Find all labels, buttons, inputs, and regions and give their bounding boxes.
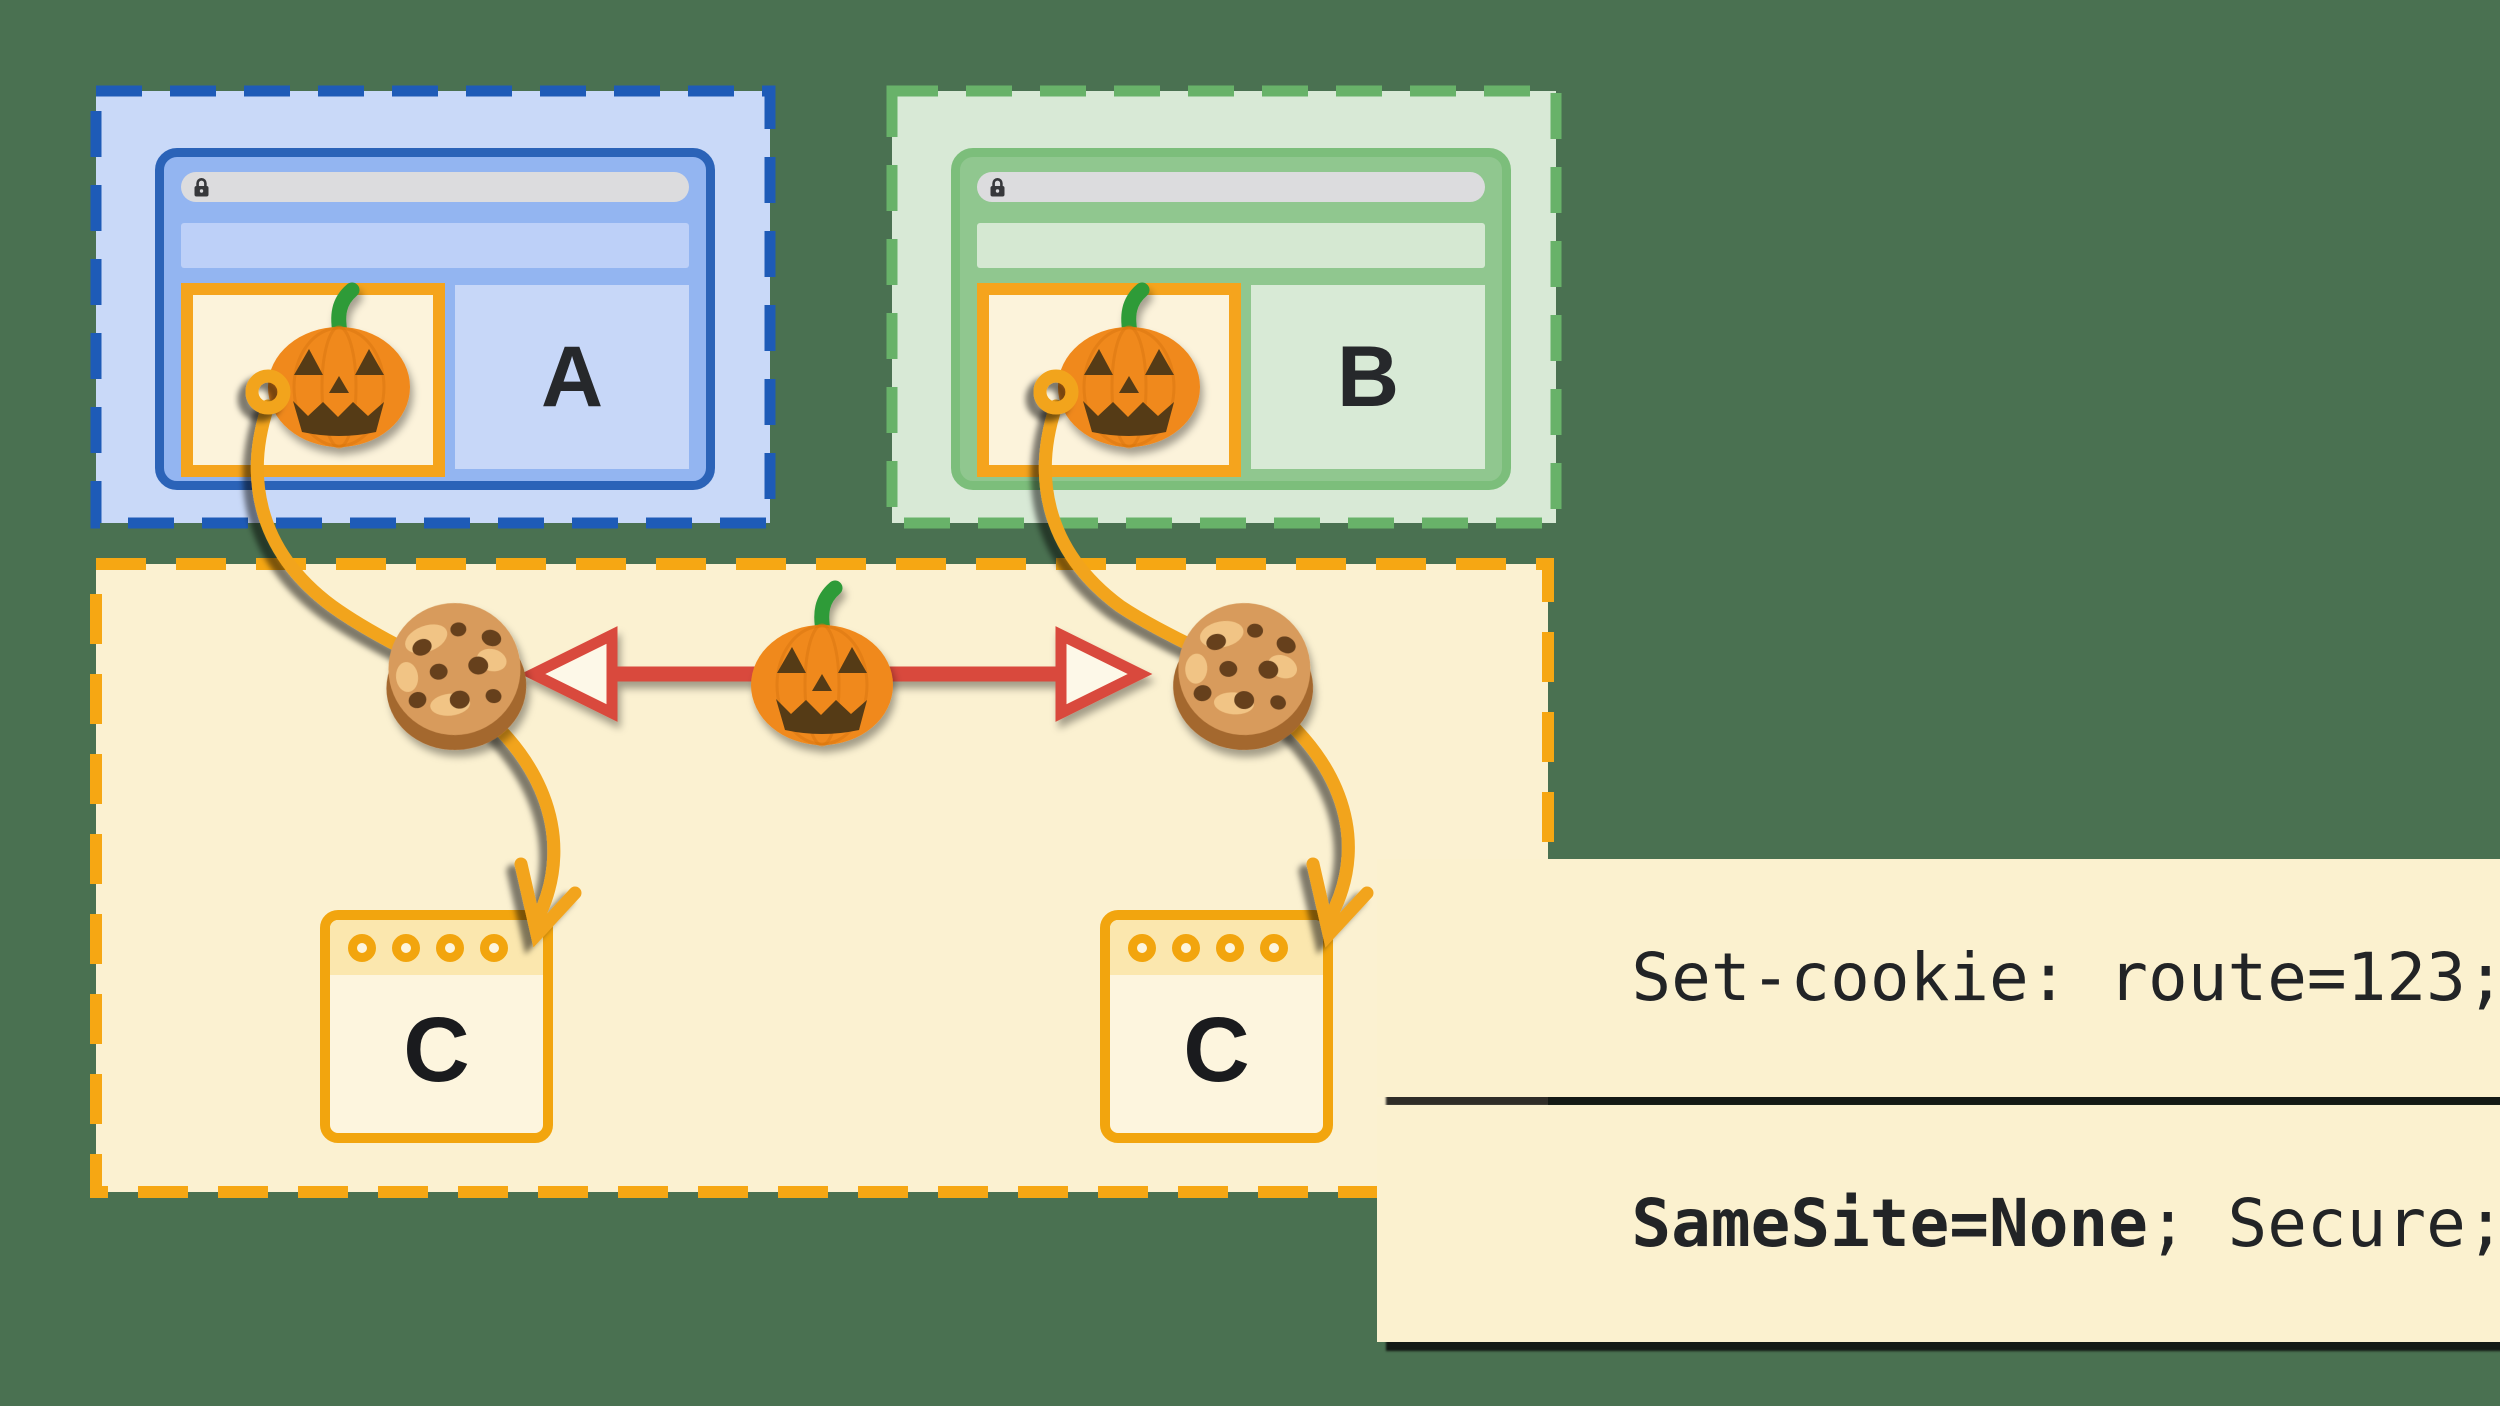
lock-icon xyxy=(194,177,209,196)
url-bar xyxy=(977,172,1485,202)
window-dot-icon xyxy=(1216,933,1244,962)
samesite-none-text: SameSite=None xyxy=(1631,1184,2148,1262)
set-cookie-line-2: SameSite=None; Secure; xyxy=(1377,1104,2500,1343)
server-c-right-label: C xyxy=(1183,998,1250,1101)
set-cookie-text: Set-cookie: route=123; xyxy=(1631,939,2500,1017)
site-b-content-box: B xyxy=(1251,285,1485,469)
set-cookie-line-1: Set-cookie: route=123; xyxy=(1377,859,2500,1097)
window-dot-icon xyxy=(480,933,508,962)
server-c-right-titlebar xyxy=(1110,920,1323,975)
page-hero-band xyxy=(181,223,689,268)
browser-window-b: B xyxy=(951,148,1511,490)
window-dot-icon xyxy=(436,933,464,962)
server-c-left-label: C xyxy=(403,998,470,1101)
window-dot-icon xyxy=(1128,933,1156,962)
site-a-content-box: A xyxy=(455,285,689,469)
browser-window-a: A xyxy=(155,148,715,490)
page-hero-band xyxy=(977,223,1485,268)
window-dot-icon xyxy=(1260,933,1288,962)
url-bar xyxy=(181,172,689,202)
embedded-iframe-a xyxy=(181,283,445,477)
site-c-zone xyxy=(90,558,1554,1198)
server-c-left: C xyxy=(320,910,553,1143)
embedded-iframe-b xyxy=(977,283,1241,477)
set-cookie-header-label: Set-cookie: route=123; SameSite=None; Se… xyxy=(1377,859,2500,1343)
lock-icon xyxy=(990,177,1005,196)
site-b-label: B xyxy=(1336,328,1400,425)
server-c-left-titlebar xyxy=(330,920,543,975)
window-dot-icon xyxy=(348,933,376,962)
server-c-right: C xyxy=(1100,910,1333,1143)
site-a-label: A xyxy=(540,328,604,425)
window-dot-icon xyxy=(1172,933,1200,962)
secure-text: ; Secure; xyxy=(2147,1184,2500,1262)
window-dot-icon xyxy=(392,933,420,962)
